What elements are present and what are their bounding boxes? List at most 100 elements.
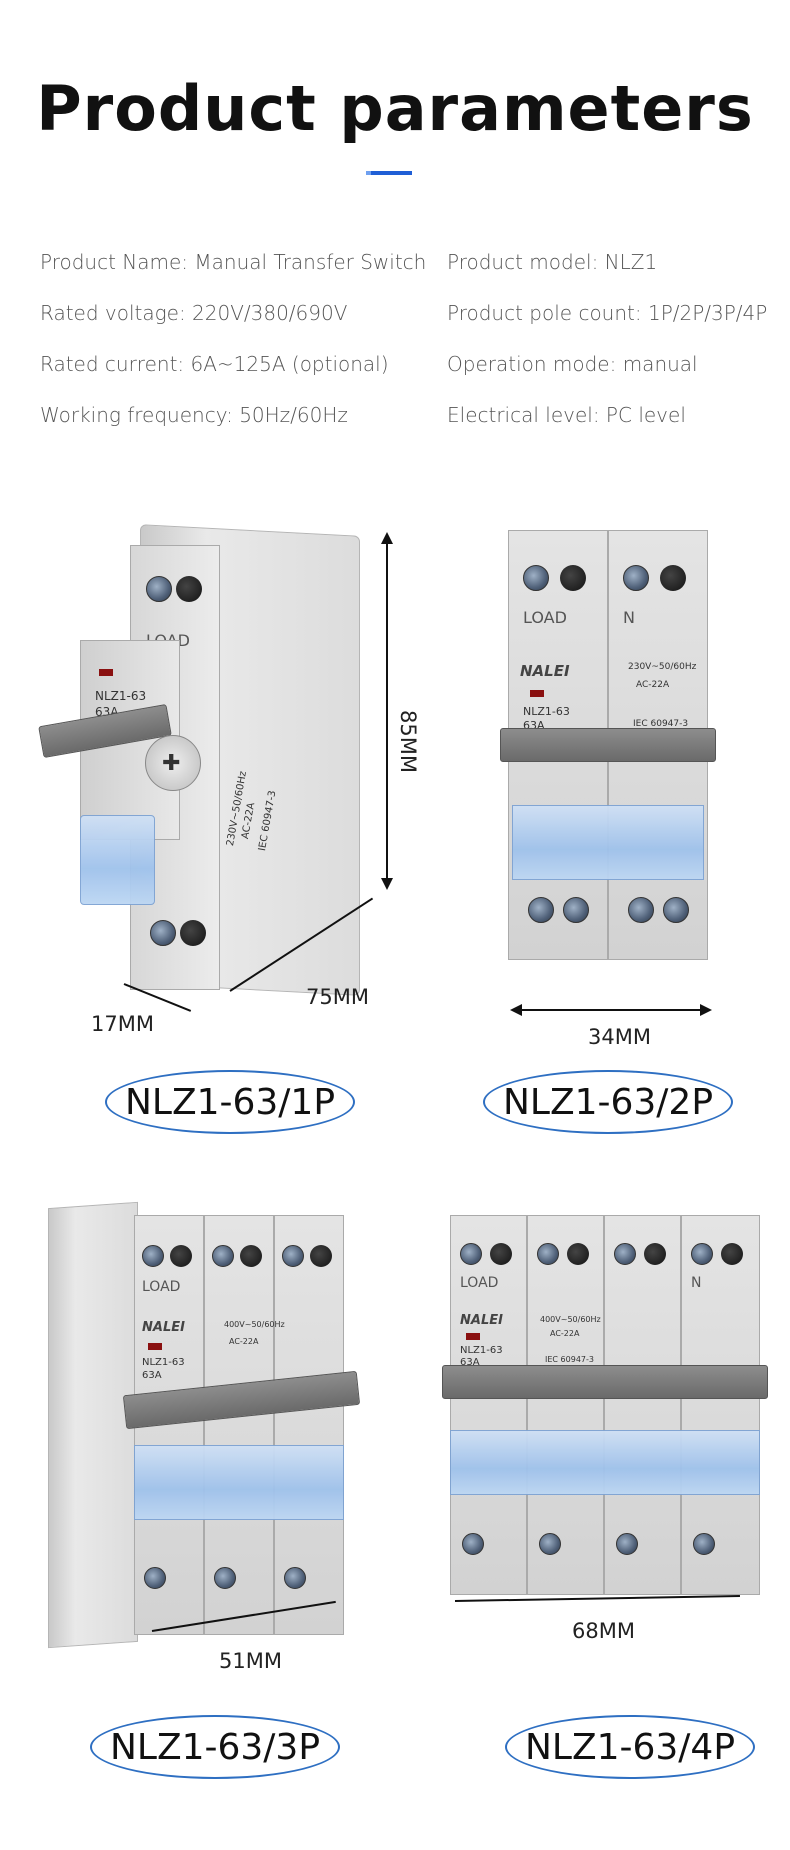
product-4p: LOAD N NALEI NLZ1-63 63A 400V~50/60Hz AC… (430, 1195, 790, 1835)
terminal-hole-icon (644, 1243, 666, 1265)
terminal-icon (144, 1567, 166, 1589)
dimension-line-width (454, 1595, 740, 1602)
dimension-line-width (516, 1009, 702, 1011)
current-label: 63A (142, 1370, 162, 1381)
model-badge: NLZ1-63/4P (505, 1715, 755, 1779)
switch-lever (500, 728, 716, 762)
brand-label: NALEI (460, 1313, 503, 1328)
terminal-hole-icon (240, 1245, 262, 1267)
model-badge: NLZ1-63/2P (483, 1070, 733, 1134)
param-operation-mode: Operation mode: manual (447, 352, 698, 376)
pole-module (527, 1215, 604, 1595)
terminal-icon (523, 565, 549, 591)
terminal-icon (462, 1533, 484, 1555)
param-row: Product Name: Manual Transfer Switch Pro… (40, 250, 780, 280)
param-product-name: Product Name: Manual Transfer Switch (40, 250, 427, 274)
param-pole-count: Product pole count: 1P/2P/3P/4P (447, 301, 768, 325)
param-row: Working frequency: 50Hz/60Hz Electrical … (40, 403, 780, 433)
terminal-icon (150, 920, 176, 946)
terminal-icon (460, 1243, 482, 1265)
arrow-left-icon (510, 1004, 522, 1016)
pole-module (274, 1215, 344, 1635)
terminal-icon (282, 1245, 304, 1267)
title-underline-dot (366, 171, 371, 175)
terminal-icon (214, 1567, 236, 1589)
terminal-icon (691, 1243, 713, 1265)
dimension-depth-label: 75MM (306, 985, 369, 1009)
terminal-icon (142, 1245, 164, 1267)
device-3p-side (48, 1201, 138, 1649)
dimension-width-label: 51MM (219, 1649, 282, 1673)
terminal-icon (284, 1567, 306, 1589)
param-row: Rated current: 6A~125A (optional) Operat… (40, 352, 780, 382)
param-product-model: Product model: NLZ1 (447, 250, 658, 274)
terminal-icon (616, 1533, 638, 1555)
spec-label: 400V~50/60Hz (224, 1320, 285, 1329)
pole-module (450, 1215, 527, 1595)
terminal-icon (693, 1533, 715, 1555)
param-rated-voltage: Rated voltage: 220V/380/690V (40, 301, 348, 325)
terminal-hole-icon (560, 565, 586, 591)
page-title: Product parameters (36, 72, 754, 145)
param-rated-current: Rated current: 6A~125A (optional) (40, 352, 389, 376)
neutral-label: N (691, 1275, 702, 1291)
param-working-frequency: Working frequency: 50Hz/60Hz (40, 403, 348, 427)
terminal-icon (628, 897, 654, 923)
terminal-icon (537, 1243, 559, 1265)
arrow-up-icon (381, 532, 393, 544)
model-badge: NLZ1-63/3P (90, 1715, 340, 1779)
rating-label: NLZ1-63 (142, 1357, 185, 1368)
product-1p: LOAD NALEI NLZ1-63 63A ✚ 230V~50/60Hz AC… (0, 520, 420, 1140)
terminal-hole-icon (721, 1243, 743, 1265)
terminal-icon (663, 897, 689, 923)
indicator-window (99, 669, 113, 676)
terminal-hole-icon (567, 1243, 589, 1265)
arrow-right-icon (700, 1004, 712, 1016)
screw-dial: ✚ (145, 735, 201, 791)
rating-label: NLZ1-63 (523, 705, 570, 718)
pole-module (204, 1215, 274, 1635)
transparent-cover (80, 815, 155, 905)
indicator-window (466, 1333, 480, 1340)
load-label: LOAD (142, 1279, 181, 1295)
param-electrical-level: Electrical level: PC level (447, 403, 686, 427)
terminal-hole-icon (180, 920, 206, 946)
transparent-cover (134, 1445, 344, 1520)
iec-label: IEC 60947-3 (545, 1355, 594, 1364)
load-label: LOAD (460, 1275, 499, 1291)
transparent-cover (512, 805, 704, 880)
model-badge: NLZ1-63/1P (105, 1070, 355, 1134)
product-3p: LOAD NALEI NLZ1-63 63A 400V~50/60Hz AC-2… (0, 1195, 420, 1835)
dimension-width-label: 68MM (572, 1619, 635, 1643)
terminal-icon (212, 1245, 234, 1267)
dimension-width-label: 17MM (91, 1012, 154, 1036)
neutral-label: N (623, 608, 635, 627)
pole-module (681, 1215, 760, 1595)
terminal-icon (563, 897, 589, 923)
ac-label: AC-22A (550, 1329, 580, 1338)
model-label: NLZ1-63/2P (502, 1081, 714, 1123)
model-label: NLZ1-63/4P (524, 1726, 736, 1768)
terminal-icon (614, 1243, 636, 1265)
terminal-hole-icon (490, 1243, 512, 1265)
terminal-icon (146, 576, 172, 602)
iec-label: IEC 60947-3 (633, 719, 689, 729)
screw-icon: ✚ (162, 750, 181, 775)
terminal-icon (539, 1533, 561, 1555)
current-label: 63A (460, 1357, 480, 1368)
pole-module (604, 1215, 681, 1595)
device-4p-image: LOAD N NALEI NLZ1-63 63A 400V~50/60Hz AC… (442, 1215, 768, 1595)
title-underline (367, 171, 412, 175)
dimension-width-label: 34MM (588, 1025, 651, 1049)
spec-label: 230V~50/60Hz (628, 662, 697, 672)
arrow-down-icon (381, 878, 393, 890)
rating-label: NLZ1-63 (95, 689, 147, 703)
ac-label: AC-22A (229, 1337, 259, 1346)
switch-lever (442, 1365, 768, 1399)
spec-label: 400V~50/60Hz (540, 1315, 601, 1324)
product-2p: LOAD N NALEI NLZ1-63 63A 230V~50/60Hz AC… (430, 520, 790, 1140)
device-3p-image: LOAD NALEI NLZ1-63 63A 400V~50/60Hz AC-2… (122, 1215, 361, 1635)
indicator-window (530, 690, 544, 697)
model-label: NLZ1-63/3P (109, 1726, 321, 1768)
ac-label: AC-22A (636, 680, 670, 690)
